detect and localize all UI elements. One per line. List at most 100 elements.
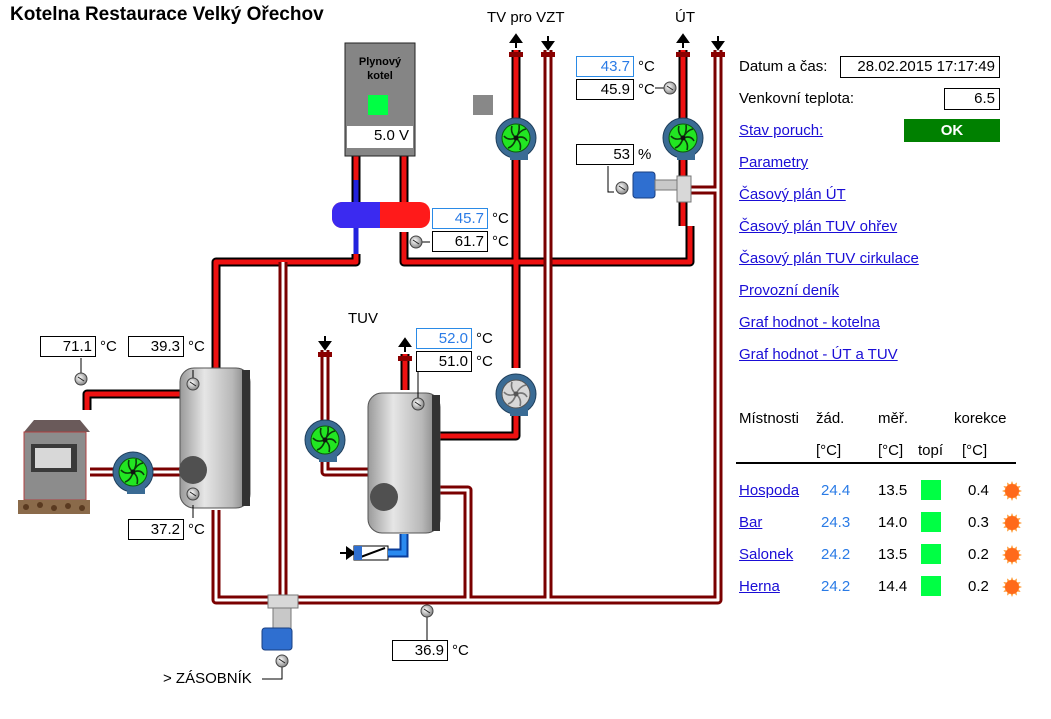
gas-boiler-label: Plynový kotel	[358, 56, 402, 82]
room-link[interactable]: Hospoda	[739, 482, 800, 499]
pump-ut-icon	[662, 117, 704, 161]
link-chart-ut-tuv[interactable]: Graf hodnot - ÚT a TUV	[739, 346, 898, 363]
room-row: Bar 24.3 14.0 0.3	[739, 512, 1029, 536]
room-correction: 0.2	[968, 546, 989, 563]
unit-label: °C	[638, 81, 655, 98]
heating-indicator	[921, 576, 941, 596]
room-setpoint[interactable]: 24.2	[821, 578, 851, 595]
ut-setpoint-value[interactable]: 43.7	[576, 56, 634, 77]
room-row: Salonek 24.2 13.5 0.2	[739, 544, 1029, 568]
datetime-value: 28.02.2015 17:17:49	[840, 56, 1000, 78]
ut-valve-position: 53	[576, 144, 634, 165]
sun-icon[interactable]	[1001, 480, 1023, 502]
page-title: Kotelna Restaurace Velký Ořechov	[10, 4, 324, 25]
unit-label: °C	[492, 210, 509, 227]
label-tv-vzt: TV pro VZT	[487, 9, 565, 26]
faults-status-badge: OK	[904, 119, 1000, 142]
room-measured: 13.5	[878, 482, 908, 499]
gauge-icon	[420, 604, 434, 618]
gauge-icon	[275, 654, 289, 668]
tuv-setpoint-value[interactable]: 52.0	[416, 328, 472, 349]
unit-label: °C	[188, 338, 205, 355]
gauge-icon	[74, 372, 88, 386]
sun-icon[interactable]	[1001, 576, 1023, 598]
wood-boiler-temp: 71.1	[40, 336, 96, 357]
unit-label: °C	[476, 330, 493, 347]
label-ut: ÚT	[675, 9, 695, 26]
unit-label: °C	[188, 521, 205, 538]
unit-label: °C	[100, 338, 117, 355]
outdoor-temp-label: Venkovní teplota:	[739, 90, 855, 107]
gas-boiler	[344, 42, 416, 157]
gas-boiler-voltage: 5.0 V	[373, 127, 409, 144]
heating-indicator	[921, 544, 941, 564]
mixing-valve-zasobnik	[261, 594, 299, 651]
link-operating-log[interactable]: Provozní deník	[739, 282, 840, 299]
unit-label: °C	[492, 233, 509, 250]
room-measured: 13.5	[878, 546, 908, 563]
room-setpoint[interactable]: 24.4	[821, 482, 851, 499]
heating-indicator	[921, 512, 941, 532]
room-correction: 0.4	[968, 482, 989, 499]
pump-vzt-icon	[495, 117, 537, 161]
pump-tuv-charge-icon	[495, 373, 537, 417]
gauge-icon	[411, 397, 425, 411]
col-header-measured-unit: [°C]	[878, 442, 904, 459]
gauge-icon	[186, 377, 200, 391]
storage-bottom-temp: 37.2	[128, 519, 184, 540]
room-link[interactable]: Herna	[739, 578, 780, 595]
datetime-label: Datum a čas:	[739, 58, 828, 75]
sun-icon[interactable]	[1001, 544, 1023, 566]
wood-boiler	[18, 420, 90, 514]
room-measured: 14.4	[878, 578, 908, 595]
col-header-rooms: Místnosti	[739, 410, 800, 427]
table-header-divider	[736, 462, 1016, 464]
room-link[interactable]: Bar	[739, 514, 763, 531]
indicator-square	[473, 95, 493, 115]
flow-arrows	[318, 33, 725, 560]
header-setpoint-value[interactable]: 45.7	[432, 208, 488, 229]
outdoor-temp-value: 6.5	[944, 88, 1000, 110]
unit-label: °C	[452, 642, 469, 659]
col-header-correction-unit: [°C]	[962, 442, 988, 459]
col-header-setpoint: žád.	[816, 410, 845, 427]
link-schedule-tuv-circulation[interactable]: Časový plán TUV cirkulace	[739, 250, 919, 267]
header-actual-value: 61.7	[432, 231, 488, 252]
col-header-heating: topí	[918, 442, 944, 459]
col-header-setpoint-unit: [°C]	[816, 442, 842, 459]
link-schedule-ut[interactable]: Časový plán ÚT	[739, 186, 846, 203]
col-header-correction: korekce	[954, 410, 1007, 427]
faults-link[interactable]: Stav poruch:	[739, 122, 824, 139]
room-link[interactable]: Salonek	[739, 546, 794, 563]
mixing-valve-ut	[632, 171, 692, 203]
room-correction: 0.2	[968, 578, 989, 595]
unit-label: %	[638, 146, 652, 163]
cold-water-inlet	[353, 534, 409, 561]
gas-boiler-status	[368, 95, 388, 115]
heating-indicator	[921, 480, 941, 500]
room-setpoint[interactable]: 24.2	[821, 546, 851, 563]
gauge-icon	[186, 487, 200, 501]
ut-actual-value: 45.9	[576, 79, 634, 100]
heating-schematic	[18, 33, 725, 680]
hydraulic-separator	[332, 202, 430, 228]
room-measured: 14.0	[878, 514, 908, 531]
link-parametry[interactable]: Parametry	[739, 154, 809, 171]
sun-icon[interactable]	[1001, 512, 1023, 534]
room-row: Herna 24.2 14.4 0.2	[739, 576, 1029, 600]
link-chart-boiler-room[interactable]: Graf hodnot - kotelna	[739, 314, 880, 331]
label-tuv: TUV	[348, 310, 378, 327]
tuv-actual-value: 51.0	[416, 351, 472, 372]
unit-label: °C	[638, 58, 655, 75]
link-schedule-tuv-heating[interactable]: Časový plán TUV ohřev	[739, 218, 898, 235]
room-setpoint[interactable]: 24.3	[821, 514, 851, 531]
storage-top-temp: 39.3	[128, 336, 184, 357]
col-header-measured: měř.	[878, 410, 908, 427]
room-row: Hospoda 24.4 13.5 0.4	[739, 480, 1029, 504]
return-temp: 36.9	[392, 640, 448, 661]
storage-tank	[179, 367, 251, 509]
gauge-icon	[409, 235, 423, 249]
pump-wood-boiler-icon	[112, 451, 154, 495]
room-correction: 0.3	[968, 514, 989, 531]
gauge-icon	[615, 181, 629, 195]
